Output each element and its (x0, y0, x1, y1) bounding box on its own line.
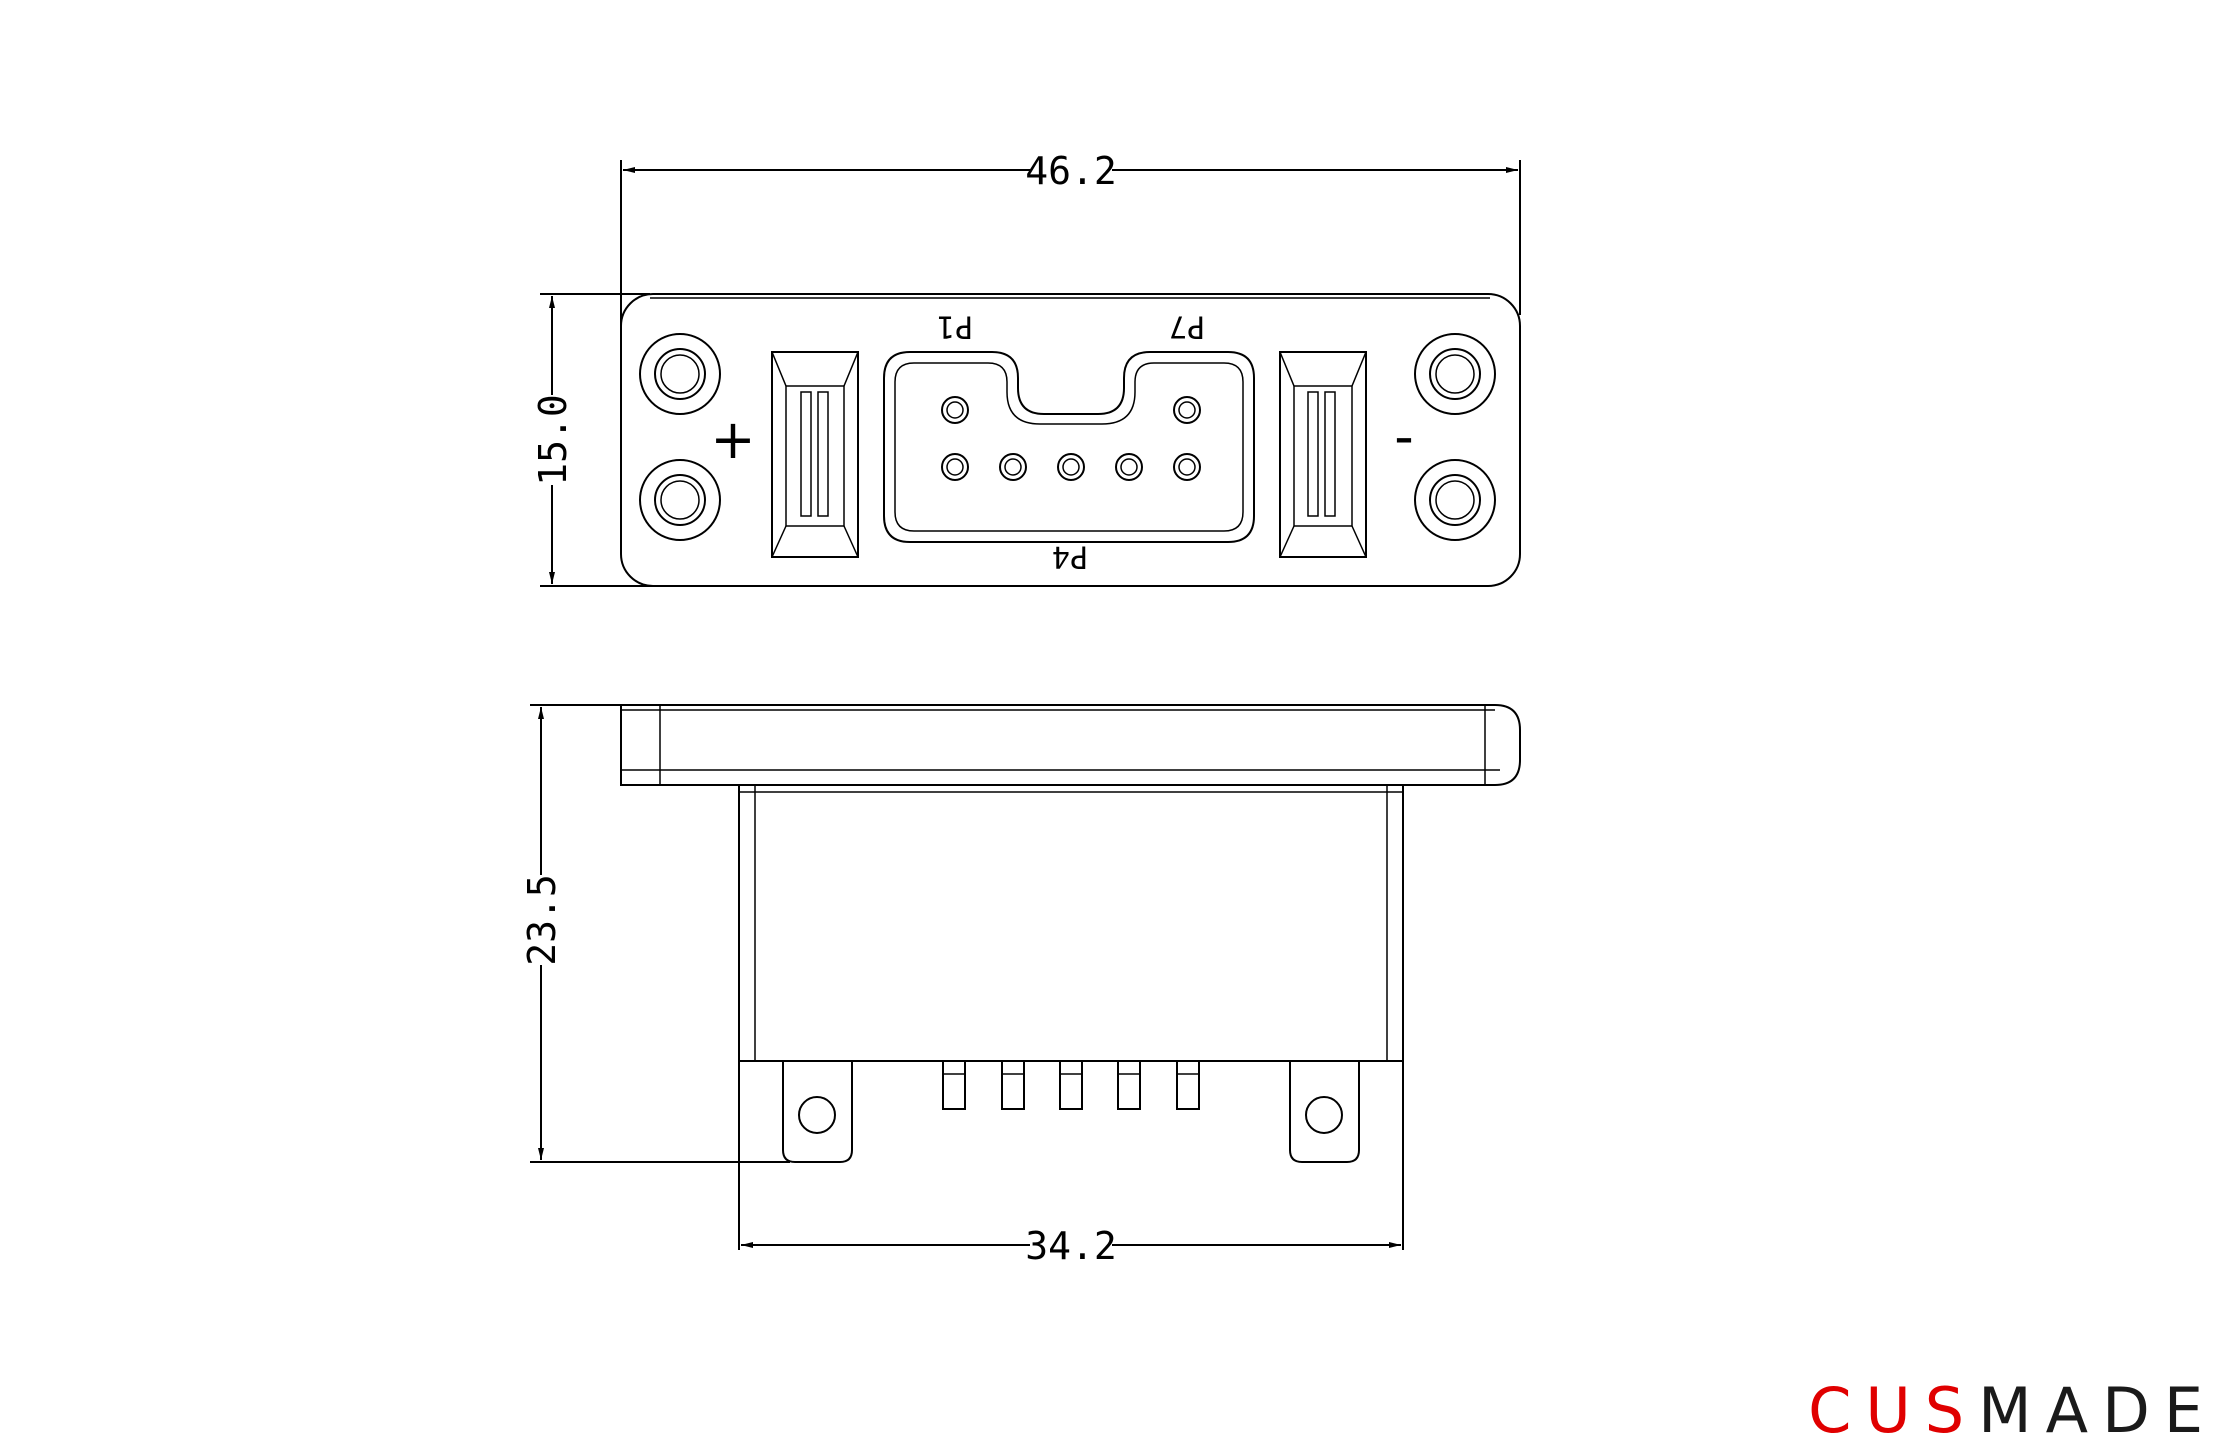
pin-label-p7: P7 (1169, 309, 1205, 344)
power-contact-negative (1279, 351, 1367, 558)
side-pins (942, 1060, 1200, 1110)
dimension-overall-width: 46.2 (620, 149, 1521, 330)
pin-label-p4: P4 (1052, 539, 1088, 574)
signal-housing (883, 351, 1255, 543)
side-pin (1117, 1060, 1141, 1110)
side-tab-right (1289, 1061, 1360, 1163)
signal-pin (1173, 396, 1201, 424)
dimension-height-label: 15.0 (531, 394, 575, 486)
signal-pin (941, 453, 969, 481)
flange-outline (620, 293, 1521, 587)
polarity-negative: - (1394, 405, 1414, 468)
dimension-depth: 23.5 (520, 704, 790, 1163)
dimension-body-width: 34.2 (738, 1061, 1404, 1268)
signal-pin (1115, 453, 1143, 481)
brand-logo-part2: MADE (1978, 1374, 2217, 1447)
side-pin (942, 1060, 966, 1110)
pin-label-p1: P1 (937, 309, 973, 344)
dimension-body-width-label: 34.2 (1025, 1224, 1117, 1268)
signal-pin (941, 396, 969, 424)
top-view: P1 P7 P4 + - 46.2 15.0 (531, 149, 1521, 587)
mounting-hole-top-right (1414, 333, 1496, 415)
power-contact-positive (771, 351, 859, 558)
signal-pin (999, 453, 1027, 481)
brand-logo: CUSMADE (1808, 1380, 2217, 1442)
dimension-height: 15.0 (531, 293, 660, 587)
side-pin (1001, 1060, 1025, 1110)
side-pin (1176, 1060, 1200, 1110)
side-tab-left (782, 1061, 853, 1163)
signal-pins (941, 396, 1201, 481)
side-body (738, 784, 1404, 1062)
mounting-hole-bottom-left (639, 459, 721, 541)
signal-pin (1057, 453, 1085, 481)
side-view: 23.5 34.2 (520, 704, 1521, 1268)
dimension-depth-label: 23.5 (520, 874, 564, 966)
polarity-positive: + (710, 408, 755, 471)
dimension-overall-width-label: 46.2 (1025, 149, 1117, 193)
signal-pin (1173, 453, 1201, 481)
mounting-hole-top-left (639, 333, 721, 415)
side-pin (1059, 1060, 1083, 1110)
brand-logo-part1: CUS (1808, 1374, 1979, 1447)
side-flange (620, 704, 1521, 786)
mounting-hole-bottom-right (1414, 459, 1496, 541)
